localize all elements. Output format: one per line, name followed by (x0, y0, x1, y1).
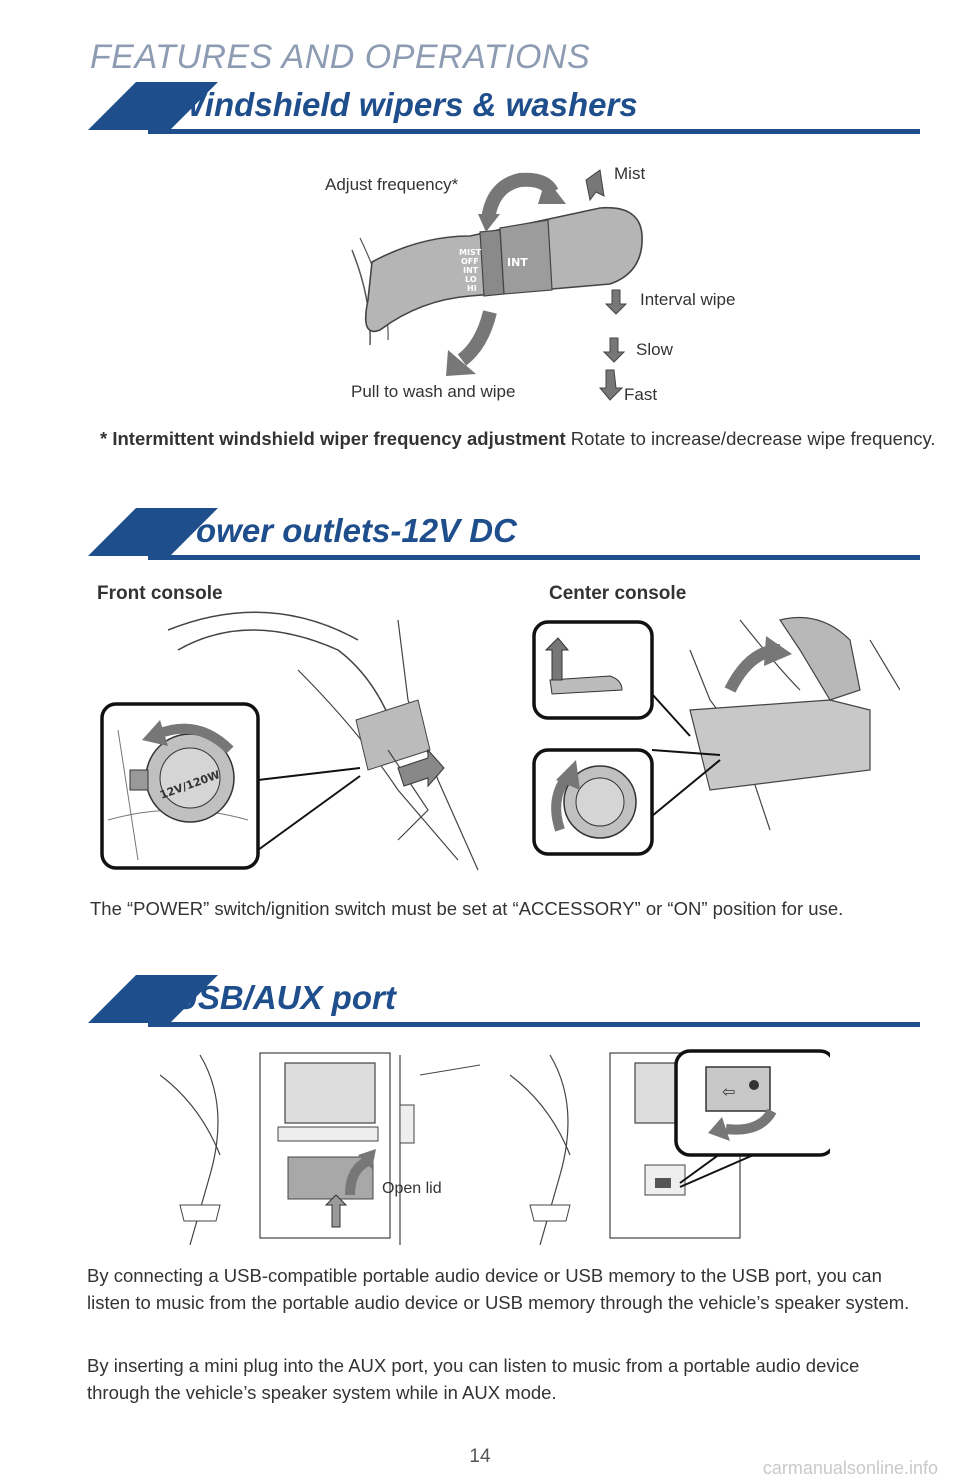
label-open-lid: Open lid (382, 1180, 442, 1197)
footnote-text: Rotate to increase/decrease wipe frequen… (565, 428, 936, 449)
svg-text:⇦: ⇦ (722, 1082, 735, 1101)
lever-mark: INT (463, 266, 479, 275)
usb-dashboard-illustration-right: ⇦ (510, 1049, 830, 1245)
label-interval-wipe: Interval wipe (640, 290, 736, 309)
section-title-usb: USB/AUX port (174, 979, 396, 1016)
wiper-footnote: * Intermittent windshield wiper frequenc… (100, 425, 938, 452)
label-pull-to-wash: Pull to wash and wipe (351, 382, 516, 401)
footnote-bold: * Intermittent windshield wiper frequenc… (100, 428, 566, 449)
heading-rule (148, 555, 920, 560)
section-heading-power: Power outlets-12V DC (88, 508, 920, 560)
page-header: FEATURES AND OPERATIONS (90, 38, 591, 76)
label-mist: Mist (614, 164, 646, 183)
center-console-illustration (532, 616, 900, 856)
lever-mark: LO (465, 275, 477, 284)
watermark: carmanualsonline.info (762, 1458, 938, 1478)
label-adjust-frequency: Adjust frequency* (325, 175, 459, 194)
section-heading-wipers: Windshield wipers & washers (88, 82, 920, 134)
usb-paragraph-2: By inserting a mini plug into the AUX po… (87, 1355, 860, 1403)
usb-dashboard-illustration-left (160, 1052, 480, 1245)
lever-mark: OFF (461, 257, 479, 266)
section-title-power: Power outlets-12V DC (174, 512, 517, 549)
heading-rule (148, 1022, 920, 1027)
lever-mark: MIST (459, 248, 482, 257)
power-paragraph: The “POWER” switch/ignition switch must … (90, 898, 844, 919)
label-front-console: Front console (97, 583, 223, 604)
section-heading-usb: USB/AUX port (88, 975, 920, 1027)
heading-rule (148, 129, 920, 134)
wiper-lever-illustration: MIST OFF INT LO HI INT (351, 169, 643, 401)
lever-int-mark: INT (507, 256, 528, 269)
page-number: 14 (469, 1446, 491, 1467)
section-title-wipers: Windshield wipers & washers (174, 86, 638, 123)
front-console-illustration: 12V/120W (100, 611, 479, 871)
lever-mark: HI (467, 284, 477, 293)
usb-paragraph-1: By connecting a USB-compatible portable … (87, 1265, 910, 1313)
label-slow: Slow (636, 340, 673, 359)
label-fast: Fast (624, 385, 658, 404)
label-center-console: Center console (549, 583, 687, 604)
